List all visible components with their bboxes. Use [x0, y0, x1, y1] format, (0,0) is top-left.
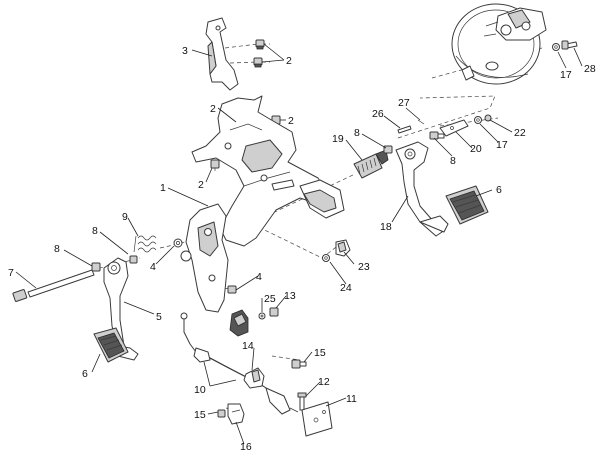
callout-1: 1: [160, 182, 166, 194]
callout-8-brake-b: 8: [450, 155, 456, 167]
callout-labels: 1 2 2 2 2 3 4 4 5 6 6 7 8 8 8 8 9 10 11 …: [8, 45, 596, 453]
callout-9: 9: [122, 211, 128, 223]
stop-light-switch: [335, 239, 351, 257]
callout-2-middle-a: 2: [210, 103, 216, 115]
callout-19: 19: [332, 133, 344, 145]
nut-clutch-left: [91, 262, 101, 272]
pedal-bracket-side-plate: [180, 203, 229, 313]
bolt-upper-a: [255, 39, 265, 50]
callout-23: 23: [358, 261, 370, 273]
bolt-brake-pivot: [383, 145, 393, 154]
callout-4-lower: 4: [256, 271, 262, 283]
retaining-clip: [417, 119, 425, 125]
callout-25: 25: [264, 293, 276, 305]
cable-clip: [243, 367, 265, 389]
mounting-plate: [301, 401, 333, 437]
bolt-pushrod: [429, 131, 445, 140]
bolt-cable-bracket: [217, 409, 226, 418]
callout-8-brake-a: 8: [354, 127, 360, 139]
callout-17-booster: 17: [560, 69, 572, 81]
pivot-bolt: [12, 269, 95, 302]
callout-27: 27: [398, 97, 410, 109]
clutch-pedal-arm: [103, 257, 139, 361]
clutch-return-spring: [133, 235, 157, 253]
callout-2-lower: 2: [198, 179, 204, 191]
callout-20: 20: [470, 143, 482, 155]
bolt-booster: [561, 40, 578, 50]
callout-10: 10: [194, 384, 206, 396]
bolt-bracket-lower: [227, 285, 237, 294]
washer-pushrod: [474, 116, 482, 124]
nut-small: [269, 307, 279, 317]
bolt-lower: [210, 159, 220, 169]
callout-28: 28: [584, 63, 596, 75]
brake-booster: [451, 3, 547, 85]
callout-6-clutch: 6: [82, 368, 88, 380]
callout-13: 13: [284, 290, 296, 302]
upper-mounting-bracket: [205, 17, 239, 91]
bush-clutch-pivot: [173, 238, 183, 248]
callout-14: 14: [242, 340, 254, 352]
brake-pedal-pad: [445, 185, 489, 225]
pushrod-clevis: [439, 119, 469, 137]
callout-11: 11: [346, 393, 357, 405]
stud: [297, 392, 307, 411]
callout-15-upper: 15: [314, 347, 326, 359]
callout-22: 22: [514, 127, 526, 139]
bolt-upper-b: [253, 57, 263, 68]
callout-6-brake: 6: [496, 184, 502, 196]
callout-17-pushrod: 17: [496, 139, 508, 151]
callout-24: 24: [340, 282, 352, 294]
callout-2-middle-b: 2: [288, 115, 294, 127]
callout-5: 5: [156, 311, 162, 323]
callout-2-upper-a: 2: [286, 55, 292, 67]
clutch-pedal-pad: [93, 327, 129, 363]
brake-pedal-arm: [395, 141, 449, 237]
clip-pushrod: [484, 114, 492, 122]
callout-18: 18: [380, 221, 392, 233]
brake-return-spring: [353, 149, 389, 179]
bolt-cable-clip: [291, 359, 307, 369]
callout-12: 12: [318, 376, 330, 388]
callout-16: 16: [240, 441, 252, 453]
callout-leader-lines: [15, 43, 583, 445]
callout-15-lower: 15: [194, 409, 206, 421]
pedal-stop-block: [229, 309, 249, 337]
callout-4-upper: 4: [150, 261, 156, 273]
callout-8-clutch-a: 8: [54, 243, 60, 255]
pedal-support-bracket: [191, 95, 345, 247]
clevis-pin: [397, 125, 412, 134]
switch-nut: [322, 254, 330, 262]
callout-3: 3: [182, 45, 188, 57]
callout-7: 7: [8, 267, 14, 279]
washer-small: [258, 312, 266, 320]
nut-clutch-spring: [129, 255, 138, 264]
washer-booster: [552, 43, 560, 51]
callout-8-clutch-b: 8: [92, 225, 98, 237]
cable-bracket: [227, 403, 245, 425]
callout-26: 26: [372, 108, 384, 120]
